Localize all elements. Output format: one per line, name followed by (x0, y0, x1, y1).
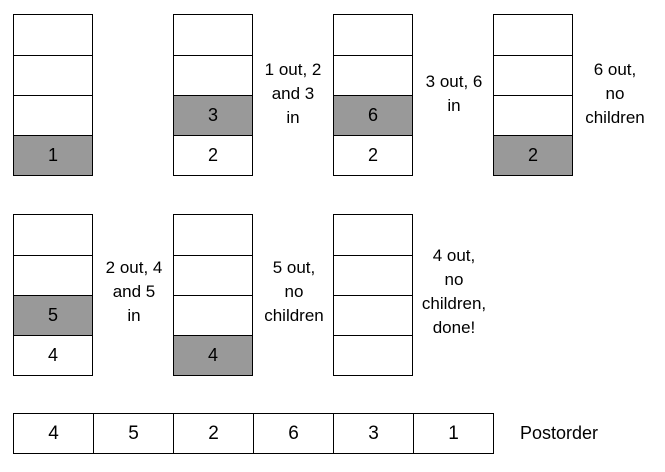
stack-cell: 2 (174, 135, 252, 175)
stack-cell (174, 15, 252, 55)
stack-step-5: 5 4 (13, 214, 93, 376)
stack-cell (334, 55, 412, 95)
note-line: children, (421, 294, 487, 313)
note-line: 5 out, (272, 258, 316, 277)
note-line: 2 out, 4 (105, 258, 163, 277)
stack-cell (334, 335, 412, 375)
note-line: 4 out, (432, 246, 476, 265)
stack-cell: 2 (334, 135, 412, 175)
stack-cell-highlighted: 4 (174, 335, 252, 375)
stack-step-1: 1 (13, 14, 93, 176)
note-step-6: 5 out, no children (253, 256, 335, 328)
stack-cell-highlighted: 2 (494, 135, 572, 175)
stack-cell (174, 295, 252, 335)
stack-cell (14, 15, 92, 55)
postorder-label: Postorder (520, 423, 599, 443)
postorder-cell: 6 (253, 414, 333, 453)
stack-step-3: 6 2 (333, 14, 413, 176)
stack-cell (174, 215, 252, 255)
stack-step-2: 3 2 (173, 14, 253, 176)
stack-cell (14, 95, 92, 135)
note-line: children (585, 108, 645, 127)
postorder-array: 4 5 2 6 3 1 (13, 413, 494, 454)
stack-cell (334, 215, 412, 255)
note-line: 3 out, 6 (425, 72, 483, 91)
note-step-4: 6 out, no children (574, 58, 656, 130)
stack-cell (494, 95, 572, 135)
note-line: in (127, 306, 141, 325)
stack-cell (494, 15, 572, 55)
note-line: done! (432, 318, 476, 337)
note-step-3: 3 out, 6 in (413, 70, 495, 118)
note-line: 6 out, (593, 60, 637, 79)
note-line: no (605, 84, 625, 103)
stack-cell (334, 255, 412, 295)
note-line: no (284, 282, 304, 301)
stack-cell (334, 15, 412, 55)
note-line: and 5 (112, 282, 156, 301)
stack-cell: 4 (14, 335, 92, 375)
stack-cell-highlighted: 6 (334, 95, 412, 135)
note-line: 1 out, 2 (264, 60, 322, 79)
note-line: children (264, 306, 324, 325)
note-step-5: 2 out, 4 and 5 in (93, 256, 175, 328)
postorder-cell: 3 (333, 414, 413, 453)
postorder-cell: 5 (93, 414, 173, 453)
stack-cell (494, 55, 572, 95)
stack-cell-highlighted: 3 (174, 95, 252, 135)
note-line: and 3 (271, 84, 315, 103)
postorder-cell: 1 (413, 414, 493, 453)
postorder-cell: 2 (173, 414, 253, 453)
stack-cell (334, 295, 412, 335)
note-step-7: 4 out, no children, done! (413, 244, 495, 340)
stack-cell (14, 55, 92, 95)
stack-cell-highlighted: 5 (14, 295, 92, 335)
note-line: in (447, 96, 461, 115)
stack-cell (174, 55, 252, 95)
stack-cell (174, 255, 252, 295)
postorder-cell: 4 (48, 422, 59, 444)
stack-step-6: 4 (173, 214, 253, 376)
stack-step-4: 2 (493, 14, 573, 176)
stack-cell (14, 215, 92, 255)
stack-step-7 (333, 214, 413, 376)
note-step-2: 1 out, 2 and 3 in (252, 58, 334, 130)
stack-cell-highlighted: 1 (14, 135, 92, 175)
note-line: in (286, 108, 300, 127)
stack-cell (14, 255, 92, 295)
note-line: no (444, 270, 464, 289)
